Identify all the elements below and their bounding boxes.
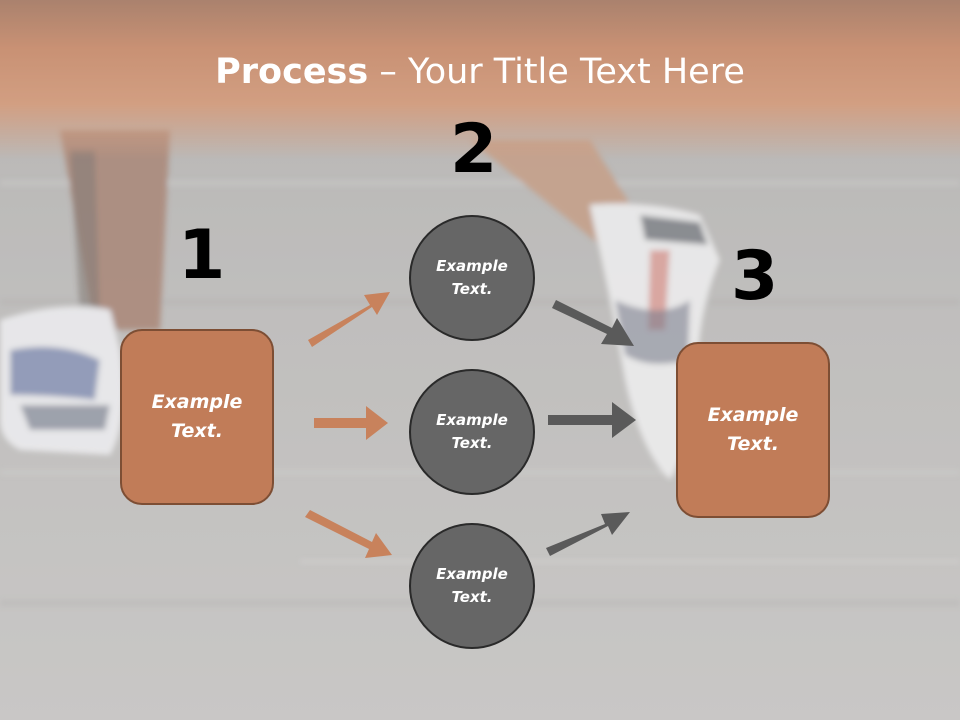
arrow-left-to-top (308, 292, 390, 347)
circle-top-line1: Example (436, 255, 508, 278)
process-circle-middle: Example Text. (409, 369, 535, 495)
arrow-left-to-middle-shaft (314, 418, 368, 428)
process-circle-top: Example Text. (409, 215, 535, 341)
left-process-box: Example Text. (120, 329, 274, 505)
left-box-line1: Example (152, 388, 243, 417)
arrow-middle-to-right-head (612, 402, 636, 438)
right-box-line2: Text. (727, 430, 779, 459)
process-circle-bottom: Example Text. (409, 523, 535, 649)
left-box-line2: Text. (171, 417, 223, 446)
circle-middle-line2: Text. (451, 432, 492, 455)
circle-top-line2: Text. (451, 278, 492, 301)
circle-middle-line1: Example (436, 409, 508, 432)
circle-bottom-line2: Text. (451, 586, 492, 609)
circle-bottom-line1: Example (436, 563, 508, 586)
arrow-left-to-middle-head (366, 406, 388, 440)
arrow-top-to-right (552, 300, 634, 346)
right-box-line1: Example (708, 401, 799, 430)
arrow-middle-to-right-shaft (548, 415, 614, 425)
arrow-bottom-to-right (546, 512, 630, 556)
right-process-box: Example Text. (676, 342, 830, 518)
arrow-left-to-bottom (305, 510, 392, 558)
